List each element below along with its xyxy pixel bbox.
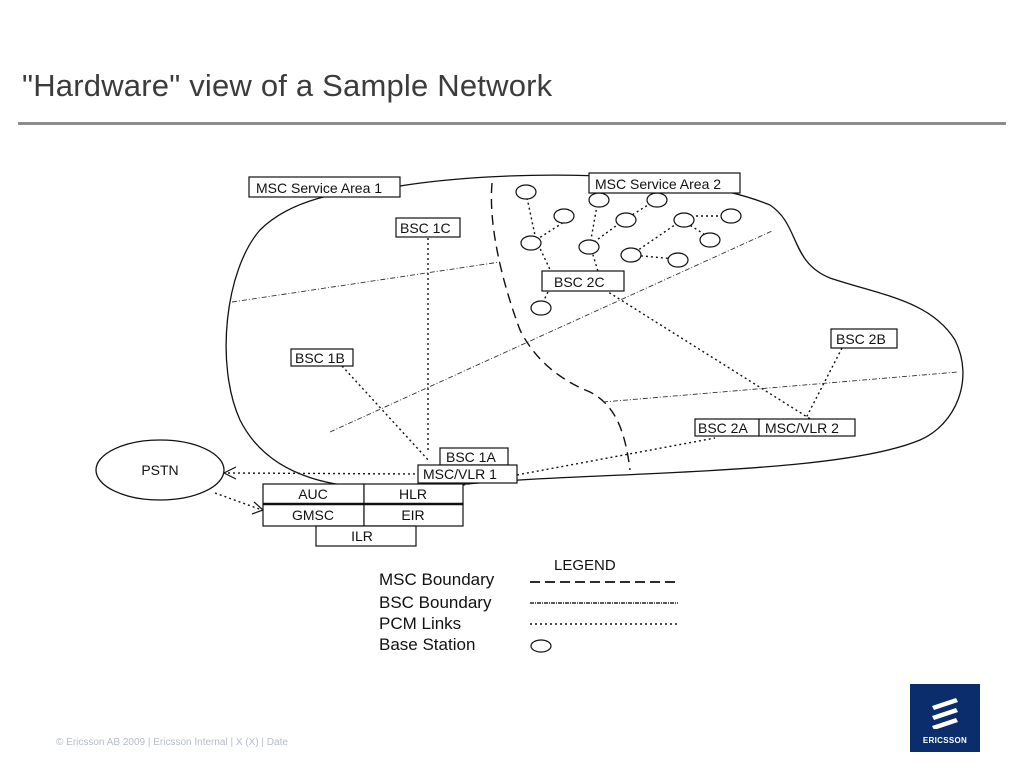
msc-vlr-1-label: MSC/VLR 1: [423, 466, 497, 482]
base-station: [530, 300, 552, 316]
bsc-1a-label: BSC 1A: [446, 449, 496, 465]
pstn-label: PSTN: [141, 462, 178, 478]
auc-label: AUC: [298, 486, 328, 502]
ilr-label: ILR: [351, 528, 373, 544]
pcm-link-bsc1b: [341, 365, 431, 463]
bsc-2b-label: BSC 2B: [836, 331, 886, 347]
hlr-label: HLR: [399, 486, 427, 502]
base-station: [588, 192, 610, 208]
msc-vlr-2-box: [758, 418, 856, 437]
legend-item-pcm-links: PCM Links: [379, 614, 461, 633]
msc-area-1-box: [248, 176, 401, 198]
pstn-node: [95, 439, 225, 501]
bsc-boundary-2: [329, 230, 773, 433]
base-station: [615, 212, 637, 228]
legend-item-msc-boundary: MSC Boundary: [379, 570, 495, 589]
bsc-1c-box: [395, 217, 461, 238]
ilr-box: [315, 525, 417, 547]
bsc-1c-label: BSC 1C: [400, 220, 451, 236]
base-station: [520, 235, 542, 251]
bsc-2b-box: [830, 328, 898, 349]
ericsson-logo-text: ERICSSON: [922, 736, 968, 745]
pcm-link-bsc2b: [804, 347, 843, 421]
legend-title: LEGEND: [554, 557, 616, 574]
base-station: [620, 247, 642, 263]
bsc-boundary-1: [231, 261, 501, 303]
legend-item-bsc-boundary: BSC Boundary: [379, 593, 492, 612]
legend-base-station-swatch: [530, 639, 552, 653]
legend-item-base-station: Base Station: [379, 635, 475, 654]
base-station: [578, 239, 600, 255]
legend: LEGEND MSC Boundary BSC Boundary PCM Lin…: [379, 557, 616, 654]
msc-area-2-label: MSC Service Area 2: [595, 176, 721, 192]
network-boundary: [225, 174, 964, 490]
eir-label: EIR: [401, 507, 424, 523]
ericsson-mark-icon: [932, 698, 958, 729]
bsc-1b-box: [290, 348, 354, 367]
bsc-2c-box: [541, 270, 625, 292]
bsc-1b-label: BSC 1B: [295, 350, 345, 366]
base-station: [673, 212, 695, 228]
msc-boundary-line: [490, 182, 631, 471]
title-divider: [18, 122, 1006, 125]
msc-area-2-box: [588, 172, 741, 194]
base-station: [646, 192, 668, 208]
base-station: [515, 184, 537, 200]
pcm-link-pstn-gmsc: [214, 492, 263, 511]
base-station: [699, 232, 721, 248]
pcm-link-pstn-msc1: [227, 472, 419, 475]
base-station: [667, 252, 689, 268]
bsc-2c-label: BSC 2C: [554, 274, 605, 290]
ericsson-logo: ERICSSON: [910, 684, 980, 752]
bsc-2a-label: BSC 2A: [698, 420, 748, 436]
bsc-boundary-3: [602, 371, 959, 403]
msc-vlr-1-box: [417, 464, 518, 484]
base-station: [553, 208, 575, 224]
slide-title: "Hardware" view of a Sample Network: [22, 68, 553, 103]
gmsc-label: GMSC: [292, 507, 334, 523]
msc-vlr-2-label: MSC/VLR 2: [765, 420, 839, 436]
base-station: [720, 208, 742, 224]
msc-area-1-label: MSC Service Area 1: [256, 180, 382, 196]
pcm-link-bsc2c: [604, 289, 813, 421]
footer-text: © Ericsson AB 2009 | Ericsson Internal |…: [56, 737, 288, 748]
